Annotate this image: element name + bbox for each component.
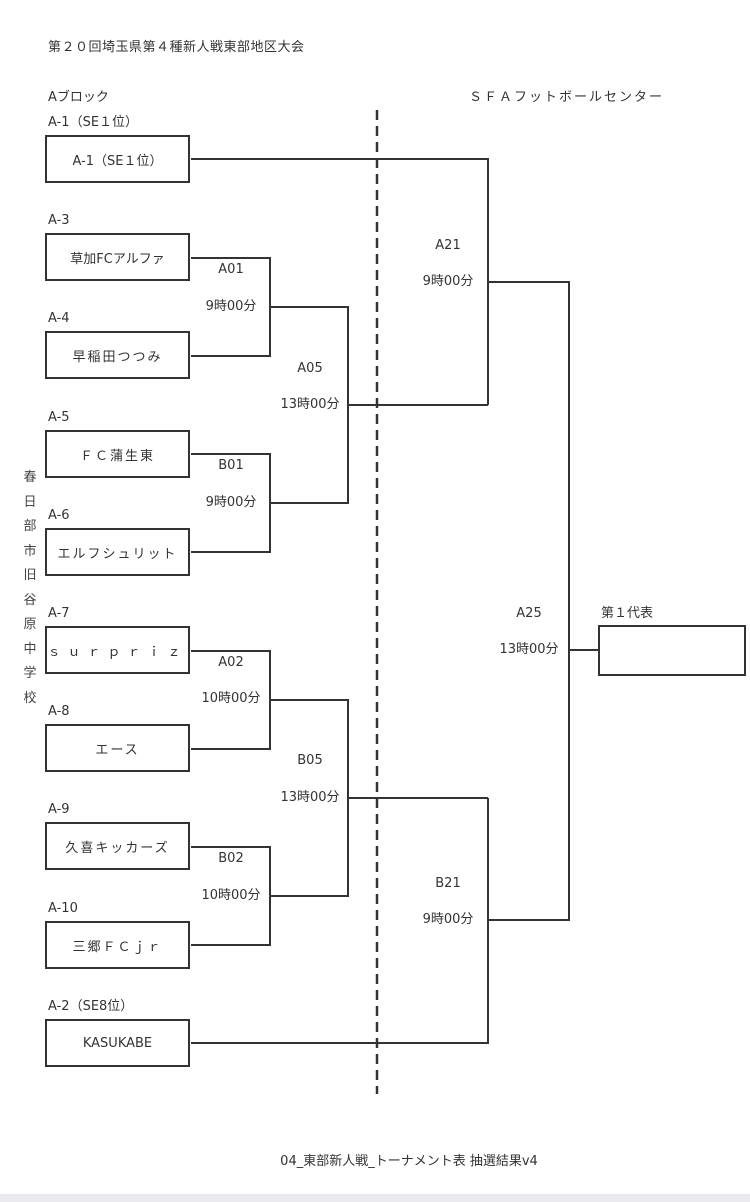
venue-char: 日	[23, 494, 37, 510]
team-name: エース	[95, 742, 140, 758]
line-a25	[488, 281, 570, 921]
venue-char: 原	[23, 617, 37, 632]
team-name: A-1（SE１位）	[72, 153, 163, 169]
venue-char: 学	[23, 666, 37, 681]
match-time: 9時00分	[205, 299, 257, 314]
page-bottom-edge	[0, 1194, 750, 1202]
team-name: 三郷ＦＣｊｒ	[72, 939, 163, 955]
match-time: 13時00分	[280, 397, 340, 412]
team-box: ｓｕｒｐｒｉｚ	[45, 626, 190, 674]
match-code: A25	[516, 606, 542, 621]
team-box: 草加FCアルファ	[45, 233, 190, 281]
team-box: A-1（SE１位）	[45, 135, 190, 183]
match-code: B02	[218, 851, 244, 866]
venue-char: 旧	[23, 568, 37, 583]
match-code: A01	[218, 262, 244, 277]
footer-filename: 04_東部新人戦_トーナメント表 抽選結果v4	[280, 1154, 538, 1169]
seed-label: A-9	[48, 802, 70, 817]
representative-box	[598, 625, 746, 676]
match-time: 9時00分	[422, 274, 474, 289]
team-box: エース	[45, 724, 190, 772]
venue-char: 中	[23, 641, 37, 657]
match-code: B21	[435, 876, 461, 891]
match-time: 13時00分	[280, 790, 340, 805]
representative-label: 第１代表	[601, 606, 654, 621]
venue-char: 校	[23, 690, 37, 706]
seed-label: A-10	[48, 901, 78, 916]
venue-label-right: ＳＦＡフットボールセンター	[469, 90, 665, 105]
team-box: 早稲田つつみ	[45, 331, 190, 379]
match-time: 10時00分	[201, 888, 261, 903]
team-box: KASUKABE	[45, 1019, 190, 1067]
line-a1-to-a21	[191, 158, 489, 405]
team-name: 久喜キッカーズ	[65, 840, 170, 856]
match-code: A02	[218, 655, 244, 670]
line-b21	[191, 798, 489, 1044]
match-time: 13時00分	[499, 642, 559, 657]
team-box: 久喜キッカーズ	[45, 822, 190, 870]
match-code: B05	[297, 753, 323, 768]
match-code: A21	[435, 238, 461, 253]
venue-char: 谷	[23, 592, 37, 608]
match-time: 10時00分	[201, 691, 261, 706]
team-name: 早稲田つつみ	[72, 349, 163, 365]
venue-char: 春	[23, 470, 37, 485]
seed-label: A-3	[48, 213, 70, 228]
team-name: エルフシュリット	[57, 546, 178, 562]
block-label: Aブロック	[48, 90, 109, 105]
match-time: 9時00分	[422, 912, 474, 927]
seed-label: A-5	[48, 410, 70, 425]
seed-label: A-1（SE１位）	[48, 115, 139, 130]
venue-char: 市	[23, 543, 37, 559]
match-code: B01	[218, 458, 244, 473]
seed-label: A-2（SE8位）	[48, 999, 134, 1014]
seed-label: A-6	[48, 508, 70, 523]
seed-label: A-4	[48, 311, 70, 326]
match-time: 9時00分	[205, 495, 257, 510]
team-name: ｓｕｒｐｒｉｚ	[47, 644, 188, 660]
team-name: KASUKABE	[82, 1035, 153, 1051]
page-title: 第２０回埼玉県第４種新人戦東部地区大会	[48, 40, 305, 55]
seed-label: A-8	[48, 704, 70, 719]
venue-label-left: 春 日 部 市 旧 谷 原 中 学 校	[20, 466, 40, 711]
team-name: ＦＣ蒲生東	[79, 448, 155, 464]
match-code: A05	[297, 361, 323, 376]
venue-char: 部	[23, 519, 37, 534]
seed-label: A-7	[48, 606, 70, 621]
team-box: ＦＣ蒲生東	[45, 430, 190, 478]
team-box: エルフシュリット	[45, 528, 190, 576]
team-box: 三郷ＦＣｊｒ	[45, 921, 190, 969]
team-name: 草加FCアルファ	[70, 251, 165, 267]
